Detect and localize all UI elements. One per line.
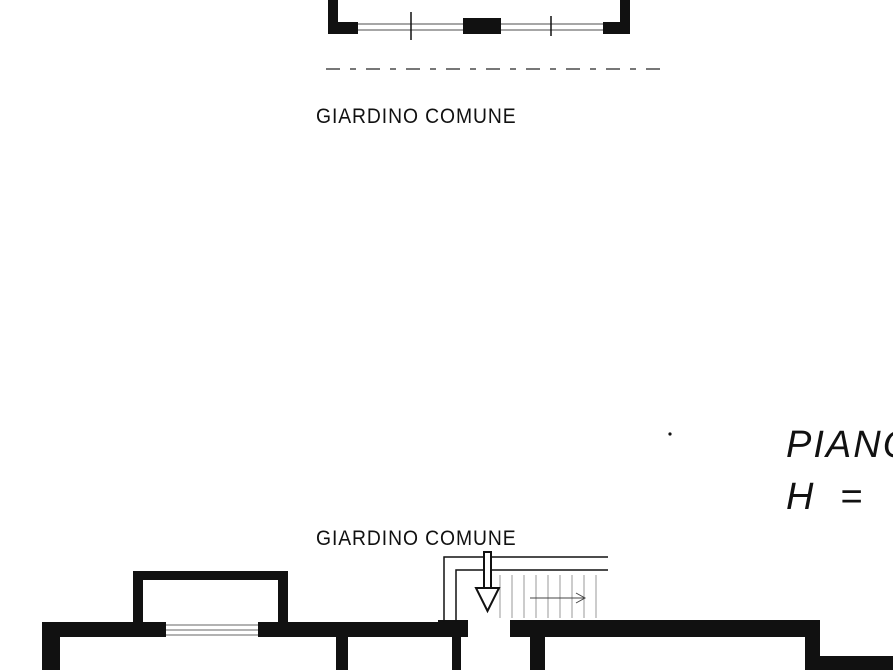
entrance-pier: [438, 620, 468, 637]
floor-title: PIANO: [786, 424, 893, 466]
garden-label-bottom: GIARDINO COMUNE: [316, 527, 517, 550]
upper-right-pier: [603, 22, 630, 34]
facade-wall-left: [42, 622, 166, 637]
upper-right-wall: [620, 0, 630, 34]
partition-wall-1: [336, 630, 348, 670]
entrance-opening: [468, 620, 510, 637]
lower-building: [42, 571, 893, 670]
outer-left-wall: [42, 622, 60, 670]
bay-right-wall: [278, 571, 288, 629]
drawing-speck: [668, 432, 672, 436]
entrance-porch: [443, 556, 608, 622]
upper-left-wall: [328, 0, 338, 34]
garden-label-top: GIARDINO COMUNE: [316, 105, 517, 128]
facade-wall-right: [510, 620, 820, 637]
upper-left-pier: [328, 22, 358, 34]
partition-wall-2: [452, 630, 461, 670]
upper-building-fragment: [328, 0, 630, 34]
bay-window-hatch: [166, 624, 258, 636]
bay-top-wall: [133, 571, 288, 580]
floor-height-label: H =: [786, 476, 871, 518]
stair-steps: [499, 575, 597, 618]
upper-window-hatch: [358, 12, 603, 40]
right-wall: [805, 620, 820, 670]
right-wing-wall: [820, 656, 893, 670]
partition-wall-3: [530, 630, 545, 670]
bay-left-wall: [133, 571, 143, 629]
upper-central-pier: [463, 18, 501, 34]
facade-wall-center: [258, 622, 468, 637]
down-arrow-icon: [474, 551, 501, 614]
